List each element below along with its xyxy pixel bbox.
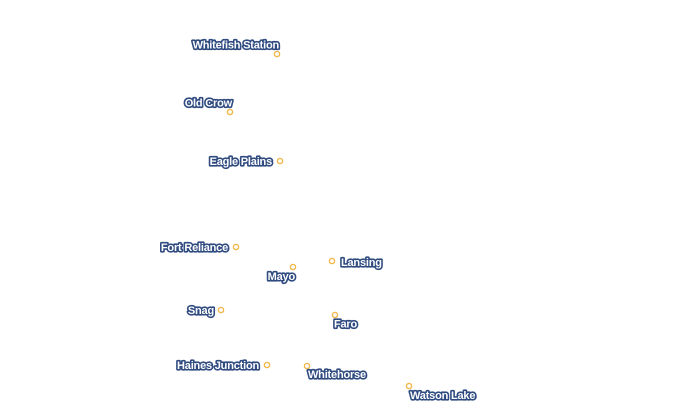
- place-label-eagle-plains: Eagle Plains: [210, 156, 272, 168]
- place-label-whitefish-station: Whitefish Station: [193, 40, 280, 52]
- place-label-snag: Snag: [188, 305, 214, 317]
- place-label-lansing: Lansing: [341, 257, 382, 269]
- place-marker-watson-lake[interactable]: [405, 382, 413, 390]
- place-marker-haines-junction[interactable]: [263, 361, 271, 369]
- place-marker-mayo[interactable]: [289, 263, 297, 271]
- place-haines-junction[interactable]: Haines Junction: [175, 358, 271, 374]
- place-marker-faro[interactable]: [331, 311, 339, 319]
- place-marker-whitefish-station[interactable]: [273, 50, 281, 58]
- place-old-crow[interactable]: Old Crow: [183, 96, 234, 116]
- place-marker-fort-reliance[interactable]: [232, 243, 240, 251]
- place-faro[interactable]: Faro: [331, 311, 359, 332]
- place-marker-eagle-plains[interactable]: [276, 157, 284, 165]
- place-fort-reliance[interactable]: Fort Reliance: [159, 240, 240, 256]
- place-label-whitehorse: Whitehorse: [308, 369, 366, 381]
- place-label-faro: Faro: [334, 319, 358, 331]
- place-lansing[interactable]: Lansing: [328, 255, 384, 271]
- place-marker-whitehorse[interactable]: [303, 362, 311, 370]
- place-whitefish-station[interactable]: Whitefish Station: [191, 38, 281, 58]
- place-snag[interactable]: Snag: [186, 303, 225, 319]
- place-marker-snag[interactable]: [217, 306, 225, 314]
- place-mayo[interactable]: Mayo: [266, 263, 297, 285]
- place-eagle-plains[interactable]: Eagle Plains: [208, 154, 284, 170]
- place-label-mayo: Mayo: [268, 271, 296, 283]
- place-marker-lansing[interactable]: [328, 257, 336, 265]
- place-label-haines-junction: Haines Junction: [177, 360, 259, 372]
- place-watson-lake[interactable]: Watson Lake: [405, 382, 477, 404]
- place-label-fort-reliance: Fort Reliance: [161, 242, 228, 254]
- place-label-old-crow: Old Crow: [185, 98, 233, 110]
- place-label-watson-lake: Watson Lake: [410, 390, 475, 402]
- place-marker-old-crow[interactable]: [226, 108, 234, 116]
- place-whitehorse[interactable]: Whitehorse: [303, 362, 368, 383]
